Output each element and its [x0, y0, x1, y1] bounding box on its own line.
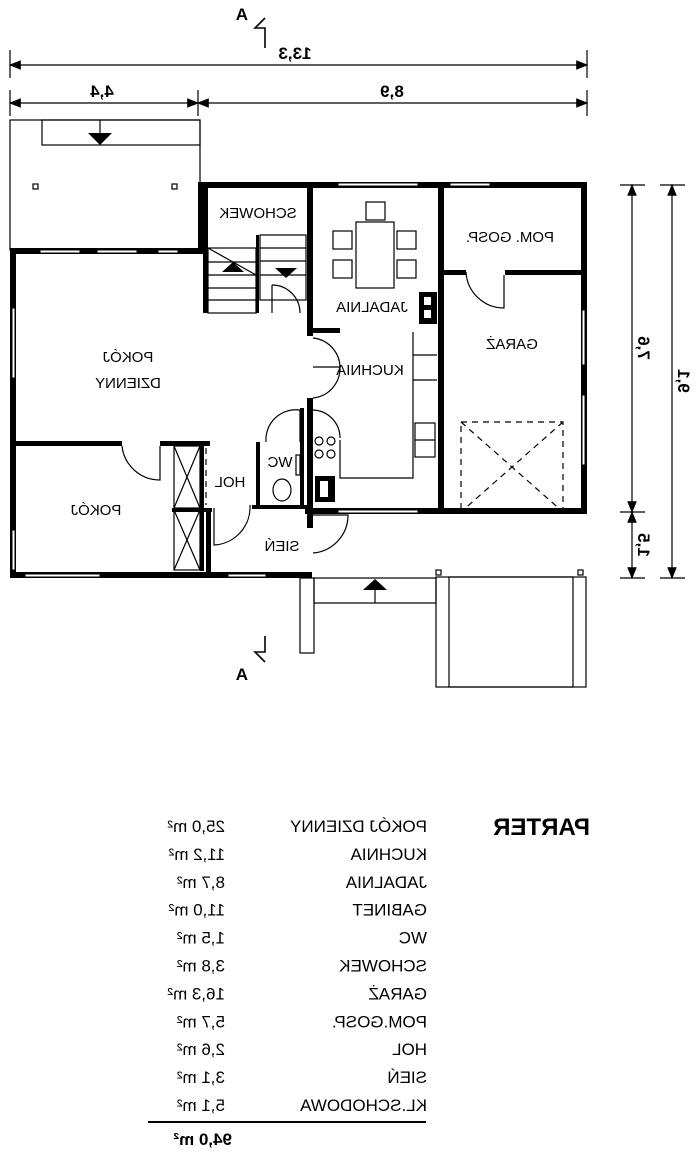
- svg-text:7,6: 7,6: [634, 336, 653, 360]
- room-name: JADALNIA: [345, 873, 427, 892]
- room-name: WC: [399, 929, 427, 948]
- svg-text:1,5: 1,5: [634, 533, 653, 557]
- table-row: KUCHNIA 11,2 m²: [168, 845, 427, 864]
- terrace: [9, 119, 201, 251]
- room-label-kuchnia: KUCHNIA: [336, 362, 404, 379]
- walls: [10, 182, 587, 578]
- svg-text:4,4: 4,4: [90, 82, 114, 101]
- room-label-schowek: SCHOWEK: [219, 205, 297, 222]
- svg-text:8,9: 8,9: [380, 82, 404, 101]
- kitchen-counter: [314, 332, 437, 502]
- room-name: POM.GOSP.: [332, 1012, 427, 1031]
- dimension-right-total-height: 9,1: [660, 183, 693, 580]
- svg-text:A: A: [236, 5, 248, 24]
- dimension-right-inner-height: 7,6 1,5: [620, 183, 653, 580]
- room-label-jadalnia: JADALNIA: [336, 299, 408, 316]
- section-mark-bottom: A: [236, 636, 266, 684]
- room-name: SCHOWEK: [339, 957, 428, 976]
- dimension-right-width: 8,9: [196, 82, 589, 116]
- room-area: 11,0 m²: [168, 901, 225, 920]
- dimension-total-width: 13,3: [8, 44, 589, 78]
- room-area: 8,7 m²: [176, 873, 225, 892]
- svg-text:9,1: 9,1: [674, 369, 693, 393]
- room-label-pokoj-dzienny-1: POKÓJ: [103, 349, 154, 366]
- room-name: HOL: [392, 1040, 427, 1059]
- room-name: GABINET: [352, 901, 427, 920]
- room-name: GARAŻ: [368, 984, 427, 1003]
- area-table: POKÓJ DZIENNY 25,0 m² KUCHNIA 11,2 m² JADALN…: [167, 817, 427, 1115]
- room-area: 3,1 m²: [176, 1068, 225, 1087]
- svg-text:A: A: [236, 665, 248, 684]
- room-label-wc: WC: [267, 454, 292, 471]
- entrance-porch: [299, 569, 587, 688]
- room-area: 5,7 m²: [176, 1012, 225, 1031]
- table-row: JADALNIA 8,7 m²: [176, 873, 427, 892]
- room-area: 11,2 m²: [168, 845, 225, 864]
- table-row: HOL 2,6 m²: [176, 1040, 427, 1059]
- table-title: PARTER: [493, 814, 590, 841]
- room-label-pom-gosp: POM. GOSP.: [466, 229, 554, 246]
- table-row: POM.GOSP. 5,7 m²: [176, 1012, 427, 1031]
- car-outline: [460, 421, 564, 513]
- room-label-pokoj: POKÓJ: [71, 502, 122, 519]
- room-label-hol: HOL: [215, 474, 246, 491]
- table-row: GABINET 11,0 m²: [168, 901, 427, 920]
- room-label-sien: SIEŃ: [264, 538, 299, 555]
- dimension-left-width: 4,4: [8, 82, 200, 116]
- wc-fixtures: [205, 448, 301, 505]
- room-name: POKÓJ DZIENNY: [290, 817, 427, 836]
- room-name: SIEŃ: [387, 1068, 427, 1087]
- room-name: KUCHNIA: [350, 845, 427, 864]
- room-label-pokoj-dzienny-2: DZIENNY: [95, 375, 161, 392]
- table-row: POKÓJ DZIENNY 25,0 m²: [167, 817, 427, 836]
- table-row: GARAŻ 16,3 m²: [167, 984, 427, 1003]
- svg-text:13,3: 13,3: [278, 44, 311, 63]
- room-name: KL.SCHODOWA: [299, 1096, 427, 1115]
- room-area: 3,8 m²: [176, 957, 225, 976]
- room-area: 2,6 m²: [176, 1040, 225, 1059]
- doors: [121, 271, 505, 554]
- staircase: [207, 234, 307, 314]
- dining-set: [332, 201, 437, 324]
- section-mark-top: A: [236, 5, 266, 48]
- table-total: 94,0 m²: [173, 1130, 232, 1149]
- room-area: 5,1 m²: [176, 1096, 225, 1115]
- room-area: 25,0 m²: [167, 817, 225, 836]
- wardrobe: [173, 445, 201, 571]
- table-row: SIEŃ 3,1 m²: [176, 1068, 427, 1087]
- table-row: WC 1,5 m²: [176, 929, 427, 948]
- room-label-garaz: GARAŻ: [486, 335, 538, 353]
- table-row: SCHOWEK 3,8 m²: [176, 957, 427, 976]
- table-row: KL.SCHODOWA 5,1 m²: [176, 1096, 427, 1115]
- room-area: 16,3 m²: [167, 984, 225, 1003]
- room-area: 1,5 m²: [176, 929, 225, 948]
